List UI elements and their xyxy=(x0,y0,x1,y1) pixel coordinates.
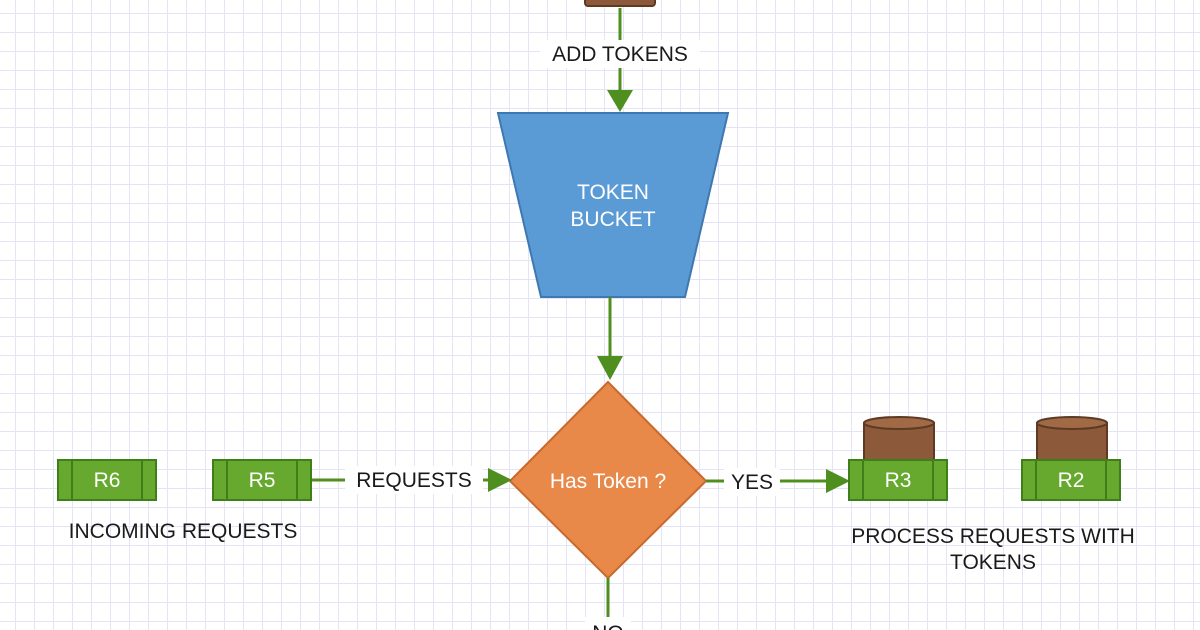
request-r6: R6 xyxy=(57,459,157,501)
request-r2: R2 xyxy=(1021,459,1121,501)
requests-label-bg xyxy=(345,466,483,494)
request-r2-label: R2 xyxy=(1058,469,1085,492)
requests-label: REQUESTS xyxy=(356,469,472,492)
yes-label-bg xyxy=(724,468,780,496)
incoming-requests-label: INCOMING REQUESTS xyxy=(69,520,298,543)
token-source-icon xyxy=(584,0,656,7)
yes-arrowhead xyxy=(826,469,850,493)
request-r5-label: R5 xyxy=(249,469,276,492)
add-tokens-label: ADD TOKENS xyxy=(552,43,688,66)
token-r3-icon xyxy=(863,416,935,462)
add-tokens-label-bg xyxy=(540,40,700,68)
requests-arrowhead xyxy=(488,468,512,492)
bucket-to-decision-arrowhead xyxy=(597,356,623,380)
token-bucket-label-line1: TOKEN xyxy=(577,181,649,204)
request-r5: R5 xyxy=(212,459,312,501)
no-label-bg xyxy=(585,617,631,630)
add-tokens-arrowhead xyxy=(607,90,633,112)
token-r2-icon xyxy=(1036,416,1108,462)
request-r6-label: R6 xyxy=(94,469,121,492)
no-label: NO xyxy=(592,622,624,630)
has-token-label: Has Token ? xyxy=(550,470,666,493)
request-r3: R3 xyxy=(848,459,948,501)
token-bucket-label-line2: BUCKET xyxy=(570,208,655,231)
token-bucket-shape xyxy=(496,112,730,298)
yes-label: YES xyxy=(731,471,773,494)
request-r3-label: R3 xyxy=(885,469,912,492)
process-requests-label-line2: TOKENS xyxy=(950,551,1036,574)
process-requests-label-line1: PROCESS REQUESTS WITH xyxy=(851,525,1135,548)
